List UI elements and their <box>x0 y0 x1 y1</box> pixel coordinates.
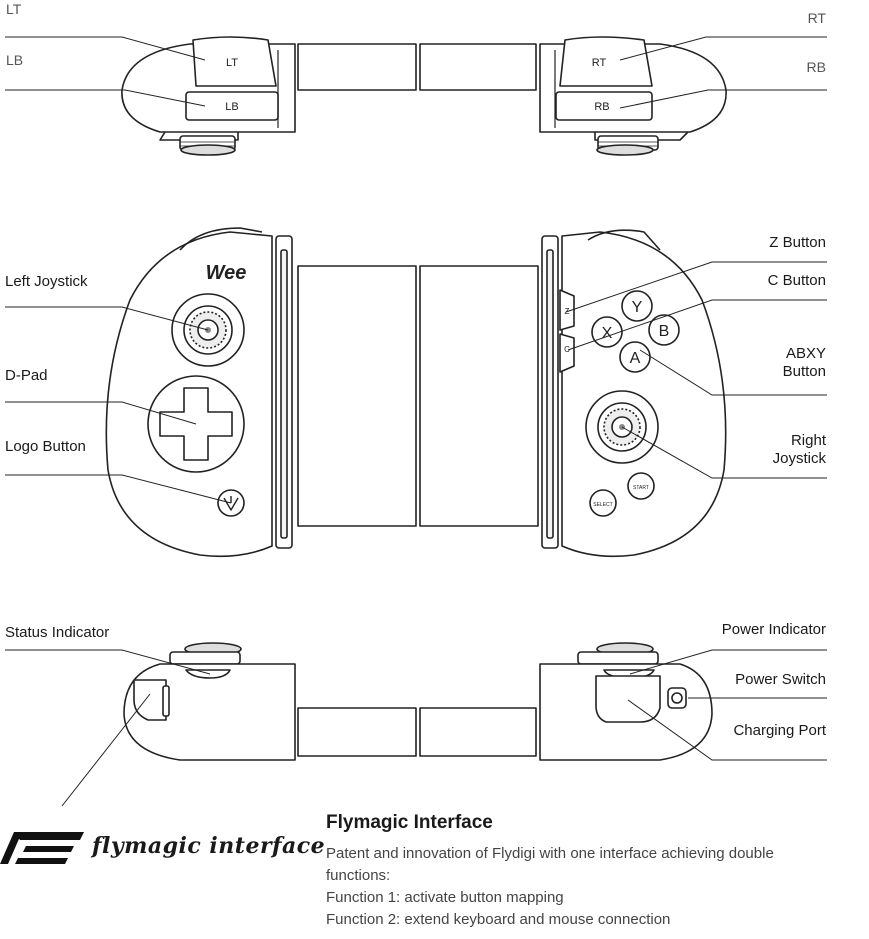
label-logo-button: Logo Button <box>5 438 86 455</box>
info-line: Function 1: activate button mapping <box>326 889 564 906</box>
label-left-joystick: Left Joystick <box>5 273 88 290</box>
rt-button-label: RT <box>592 57 607 69</box>
label-rt-right: RT <box>807 10 826 26</box>
right-grip-body <box>561 231 727 558</box>
lb-button[interactable] <box>185 91 279 121</box>
flymagic-port <box>133 679 167 721</box>
lt-button[interactable] <box>192 36 277 87</box>
brand-logo: Wee <box>206 262 247 284</box>
a-button-label: A <box>630 350 641 367</box>
rt-button[interactable] <box>559 36 653 87</box>
rb-button-label: RB <box>594 101 609 113</box>
label-status-indicator: Status Indicator <box>5 624 110 641</box>
flymagic-logo-mark <box>0 832 84 864</box>
label-c-button: C Button <box>767 272 826 289</box>
front-view <box>105 227 727 558</box>
select-button[interactable] <box>589 489 617 517</box>
label-power-indicator: Power Indicator <box>721 621 826 638</box>
info-title: Flymagic Interface <box>326 812 493 833</box>
lt-button-label: LT <box>226 57 238 69</box>
a-button[interactable] <box>619 341 651 373</box>
label-power-switch: Power Switch <box>735 671 826 688</box>
top-view <box>121 36 727 156</box>
info-block: Flymagic Interface Patent and innovation… <box>326 812 866 931</box>
select-button-label: SELECT <box>593 502 612 508</box>
label-lb-left: LB <box>6 52 24 68</box>
x-button-label: X <box>602 325 613 342</box>
label-charging-port: Charging Port <box>733 722 826 739</box>
label-z-button: Z Button <box>769 234 826 251</box>
y-button[interactable] <box>621 290 653 322</box>
label-lt-left: LT <box>6 1 22 17</box>
label-abxy-button: ABXY Button <box>782 345 826 380</box>
leader-lines <box>5 36 827 807</box>
info-line: Function 2: extend keyboard and mouse co… <box>326 911 671 928</box>
start-button[interactable] <box>627 472 655 500</box>
start-button-label: START <box>633 485 649 491</box>
c-button-label: C <box>564 345 570 354</box>
rb-button[interactable] <box>555 91 653 121</box>
label-dpad: D-Pad <box>5 367 48 384</box>
charging-port <box>595 675 661 723</box>
info-line: functions: <box>326 867 391 884</box>
flymagic-logo-text: flymagic interface <box>92 833 326 859</box>
label-right-joystick: Right Joystick <box>772 432 826 467</box>
label-rb-right: RB <box>806 59 826 75</box>
z-button[interactable] <box>559 289 575 331</box>
bottom-view <box>123 642 713 761</box>
info-line: Patent and innovation of Flydigi with on… <box>326 845 774 862</box>
c-button[interactable] <box>559 333 575 373</box>
b-button[interactable] <box>648 314 680 346</box>
b-button-label: B <box>659 323 670 340</box>
lb-button-label: LB <box>225 101 238 113</box>
y-button-label: Y <box>632 299 643 316</box>
status-indicator <box>185 669 231 679</box>
